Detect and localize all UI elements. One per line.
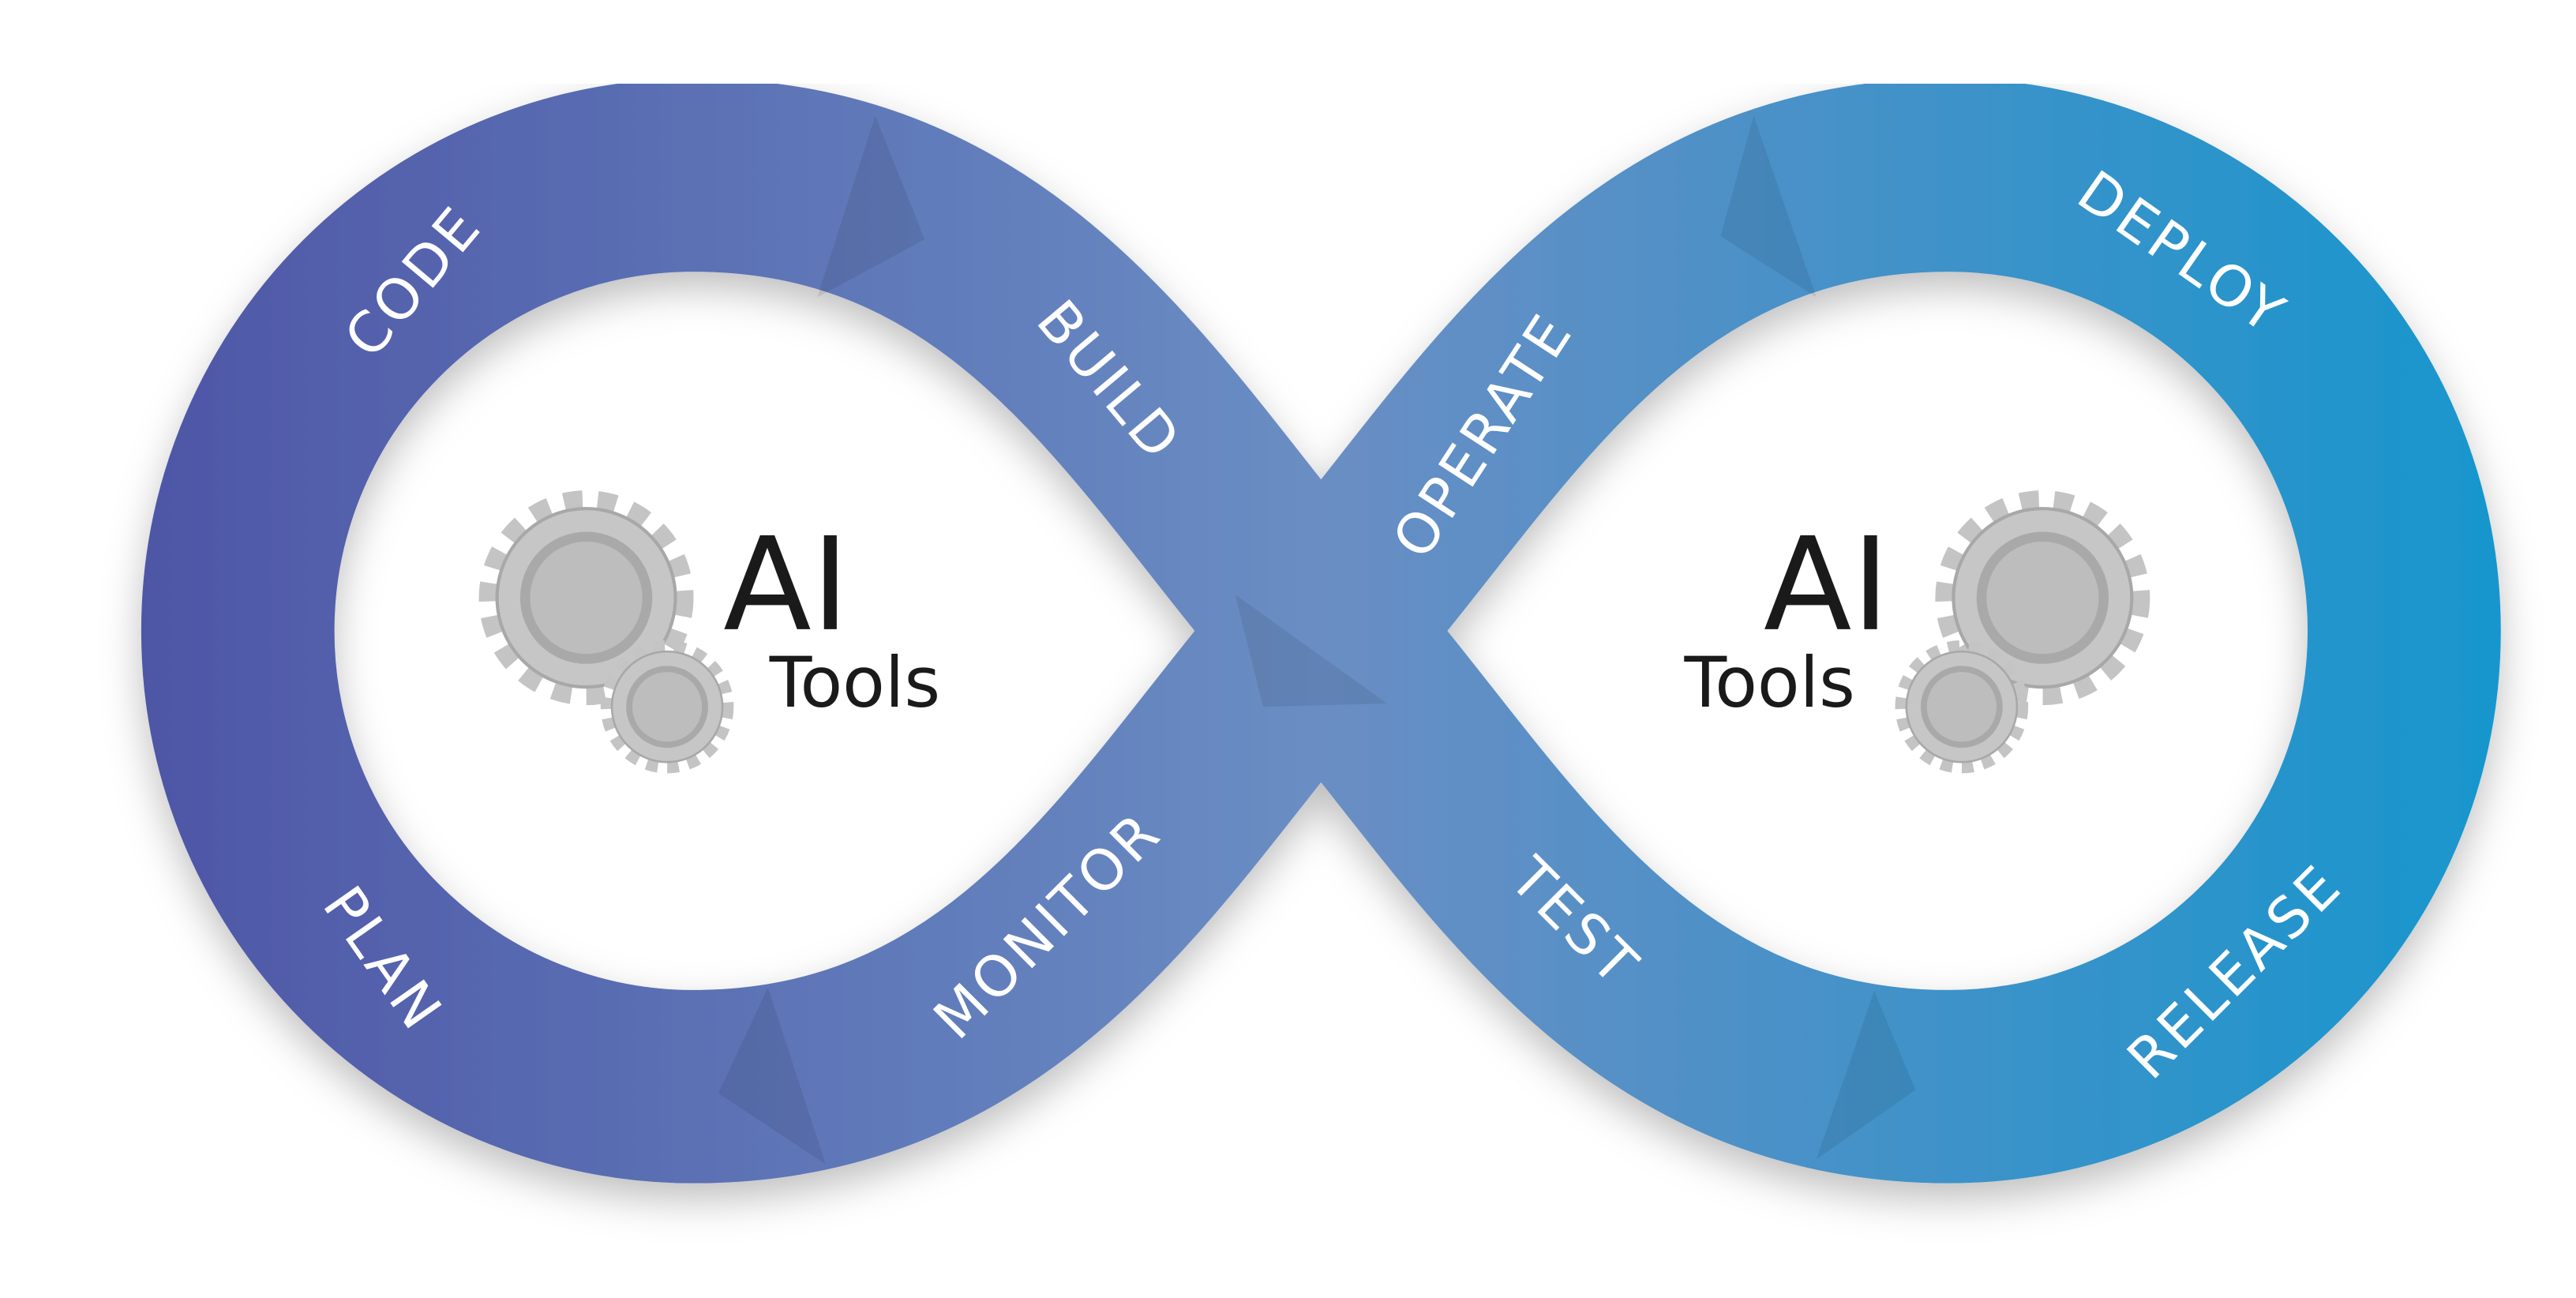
- arrow-fold-bottom: [718, 987, 826, 1165]
- arrow-fold-center: [1235, 594, 1387, 707]
- infinity-band: [141, 78, 2501, 1184]
- gears-icon-right: [1903, 502, 2139, 767]
- arrow-fold-right-bottom: [1816, 990, 1916, 1160]
- left-tools-subtitle: Tools: [769, 642, 940, 723]
- gears-icon-left: [490, 502, 726, 767]
- left-ai-title: AI: [723, 511, 849, 660]
- arrow-fold-left: [817, 115, 925, 298]
- arrow-fold-right: [1720, 115, 1817, 298]
- right-tools-subtitle: Tools: [1683, 642, 1854, 723]
- right-ai-title: AI: [1764, 511, 1890, 660]
